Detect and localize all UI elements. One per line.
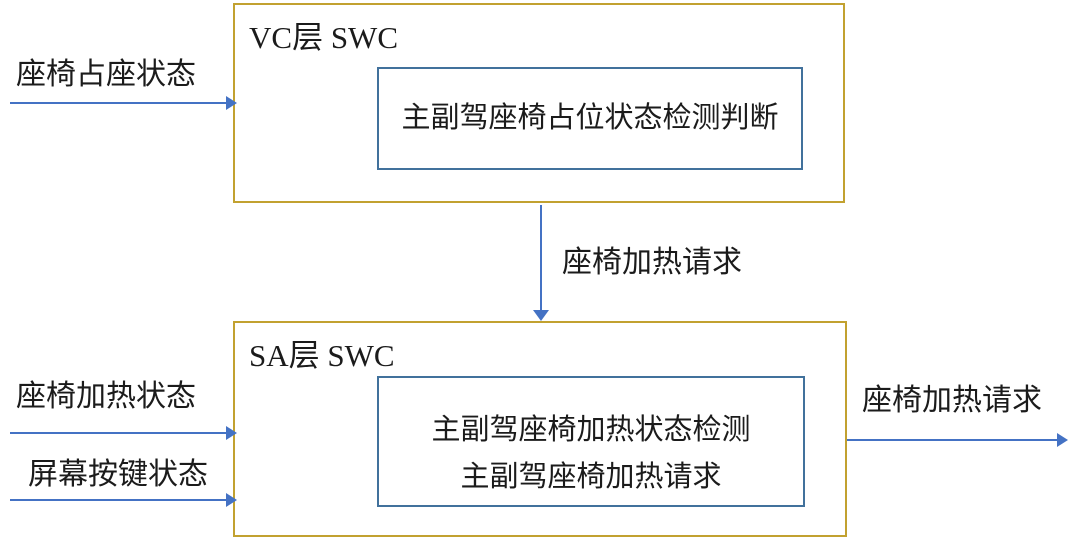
sa-heating-module-line1: 主副驾座椅加热状态检测 xyxy=(431,413,751,446)
sa-swc-title: SA层 SWC xyxy=(249,338,395,373)
input-label-screen-button-status: 屏幕按键状态 xyxy=(28,458,208,491)
connector-arrow-vc-to-sa xyxy=(533,205,549,321)
input-arrow-screen-button-status xyxy=(10,493,237,507)
input-label-seat-occupancy: 座椅占座状态 xyxy=(16,58,196,91)
output-label-seat-heating-request: 座椅加热请求 xyxy=(862,384,1042,417)
arrowhead-right-icon xyxy=(1057,433,1068,447)
arrowhead-right-icon xyxy=(226,426,237,440)
input-label-seat-heating-status: 座椅加热状态 xyxy=(16,380,196,413)
arrowhead-right-icon xyxy=(226,96,237,110)
output-arrow-seat-heating-request xyxy=(847,433,1068,447)
sa-heating-module-line2: 主副驾座椅加热请求 xyxy=(460,460,722,493)
vc-occupancy-module: 主副驾座椅占位状态检测判断 xyxy=(377,67,803,170)
connector-label-vc-to-sa: 座椅加热请求 xyxy=(562,246,742,279)
sa-swc-frame: SA层 SWC 主副驾座椅加热状态检测 主副驾座椅加热请求 xyxy=(233,321,847,537)
arrowhead-down-icon xyxy=(533,310,549,321)
input-arrow-seat-heating-status xyxy=(10,426,237,440)
vc-occupancy-module-label: 主副驾座椅占位状态检测判断 xyxy=(401,102,779,134)
arrowhead-right-icon xyxy=(226,493,237,507)
sa-heating-module: 主副驾座椅加热状态检测 主副驾座椅加热请求 xyxy=(377,376,805,507)
input-arrow-seat-occupancy xyxy=(10,96,237,110)
vc-swc-frame: VC层 SWC 主副驾座椅占位状态检测判断 xyxy=(233,3,845,203)
vc-swc-title: VC层 SWC xyxy=(249,20,398,55)
